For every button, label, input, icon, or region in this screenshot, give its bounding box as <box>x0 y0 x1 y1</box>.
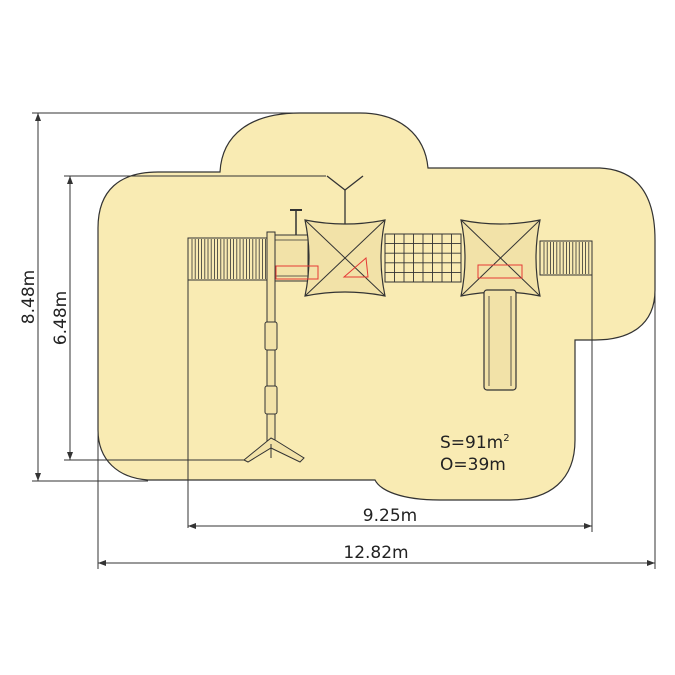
safety-zone <box>97 112 656 501</box>
climbing-net <box>384 233 462 283</box>
dimension-lines <box>32 112 656 569</box>
perimeter-label: O=39m <box>440 455 506 475</box>
structure-width-label: 9.25m <box>363 506 417 526</box>
total-height-label: 8.48m <box>19 270 39 324</box>
slide <box>483 289 517 391</box>
surface-area-exponent: 2 <box>503 433 509 444</box>
swing-beam <box>243 231 305 463</box>
highlight-marks <box>275 256 523 280</box>
tower-right <box>460 219 541 297</box>
surface-area-label: S=91m2 <box>440 433 510 453</box>
surface-area-value: S=91m <box>440 433 503 453</box>
structure-height-label: 6.48m <box>51 291 71 345</box>
right-ramp <box>539 240 593 276</box>
total-width-label: 12.82m <box>343 543 408 563</box>
left-bridge <box>187 237 271 528</box>
